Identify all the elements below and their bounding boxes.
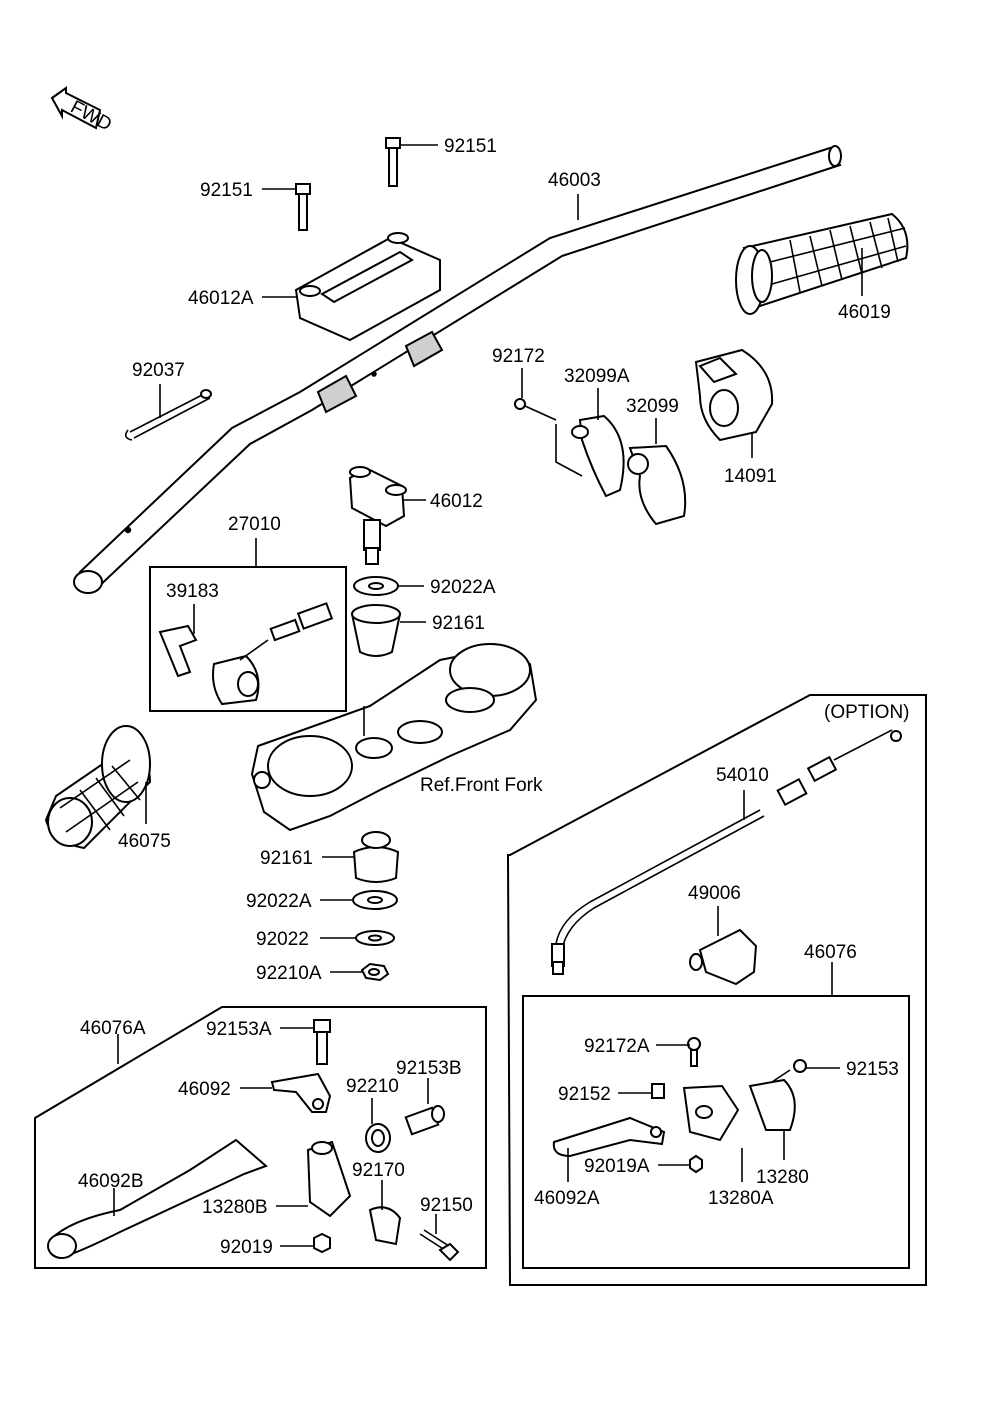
label-92153B: 92153B: [396, 1058, 462, 1079]
switch-39183[interactable]: [158, 602, 334, 706]
label-46012: 46012: [430, 491, 483, 512]
bolt-92150[interactable]: [419, 1229, 460, 1262]
label-92170: 92170: [352, 1160, 405, 1181]
part-labels: 92151 92151 46003 46012A 46019 92037 921…: [78, 136, 910, 1258]
clamp-32099A[interactable]: [571, 414, 625, 498]
nut-92210A[interactable]: [360, 962, 390, 982]
label-92210A: 92210A: [256, 963, 322, 984]
roller-92210[interactable]: [365, 1123, 391, 1153]
bracket-13280A[interactable]: [682, 1084, 740, 1142]
bolt-92151-right[interactable]: [385, 137, 401, 187]
label-46076: 46076: [804, 942, 857, 963]
label-27010: 27010: [228, 514, 281, 535]
option-label: (OPTION): [824, 702, 910, 723]
label-92022A-lower: 92022A: [246, 891, 312, 912]
rubber-92161-top[interactable]: [350, 604, 402, 657]
bolt-92153A[interactable]: [313, 1019, 331, 1065]
label-46003: 46003: [548, 170, 601, 191]
collar-92152[interactable]: [651, 1083, 665, 1099]
grip-46019[interactable]: [735, 212, 909, 315]
screw-92172A[interactable]: [687, 1037, 701, 1067]
fwd-label: FWD: [67, 97, 115, 136]
label-13280: 13280: [756, 1167, 809, 1188]
label-92022A-top: 92022A: [430, 577, 496, 598]
clamp-32099[interactable]: [627, 444, 687, 526]
rubber-92161-lower[interactable]: [352, 831, 400, 883]
label-92152: 92152: [558, 1084, 611, 1105]
label-13280B: 13280B: [202, 1197, 268, 1218]
label-46076A: 46076A: [80, 1018, 146, 1039]
label-46075: 46075: [118, 831, 171, 852]
fwd-arrow-icon: FWD: [50, 86, 115, 136]
label-92151-right: 92151: [444, 136, 497, 157]
label-92019: 92019: [220, 1237, 273, 1258]
label-46092B: 46092B: [78, 1171, 144, 1192]
label-92037: 92037: [132, 360, 185, 381]
label-92210: 92210: [346, 1076, 399, 1097]
label-92172A: 92172A: [584, 1036, 650, 1057]
option-group-outline: [506, 694, 927, 1286]
label-46019: 46019: [838, 302, 891, 323]
grip-46075[interactable]: [44, 725, 152, 850]
switch-assembly-box-27010: [149, 566, 347, 712]
adjuster-92153B[interactable]: [404, 1105, 445, 1136]
leader-lines: [113, 144, 863, 1247]
label-92019A: 92019A: [584, 1156, 650, 1177]
label-46012A: 46012A: [188, 288, 254, 309]
screw-92172[interactable]: [514, 398, 557, 421]
label-92172: 92172: [492, 346, 545, 367]
clamp-13280[interactable]: [748, 1078, 796, 1131]
label-92022: 92022: [256, 929, 309, 950]
plate-46092[interactable]: [270, 1072, 332, 1113]
bolt-92151-left[interactable]: [295, 183, 311, 231]
label-92161-top: 92161: [432, 613, 485, 634]
clamp-92170[interactable]: [368, 1206, 402, 1246]
lever-assembly-box-46076A: [34, 1006, 487, 1269]
label-92151-left: 92151: [200, 180, 253, 201]
label-49006: 49006: [688, 883, 741, 904]
bracket-13280B[interactable]: [306, 1140, 352, 1218]
label-92150: 92150: [420, 1195, 473, 1216]
label-39183: 39183: [166, 581, 219, 602]
lever-46092A[interactable]: [552, 1116, 666, 1158]
label-32099: 32099: [626, 396, 679, 417]
upper-clamp-46012A[interactable]: [294, 232, 441, 342]
label-46092: 46092: [178, 1079, 231, 1100]
nut-92019A[interactable]: [689, 1154, 703, 1174]
label-92161-lower: 92161: [260, 848, 313, 869]
nut-92019[interactable]: [313, 1232, 331, 1254]
holder-46012[interactable]: [348, 466, 407, 565]
ref-front-fork-label: Ref.Front Fork: [420, 775, 543, 796]
switch-49006[interactable]: [689, 928, 758, 986]
label-32099A: 32099A: [564, 366, 630, 387]
throttle-housing-14091[interactable]: [694, 348, 774, 442]
label-46092A: 46092A: [534, 1188, 600, 1209]
lever-46092B[interactable]: [47, 1138, 268, 1260]
label-54010: 54010: [716, 765, 769, 786]
clutch-cable-54010[interactable]: [551, 729, 902, 975]
pin-92037[interactable]: [124, 389, 212, 441]
handlebar-46003[interactable]: [73, 145, 842, 594]
label-14091: 14091: [724, 466, 777, 487]
label-92153A: 92153A: [206, 1019, 272, 1040]
lever-assembly-box-46076: [522, 995, 910, 1269]
label-92153: 92153: [846, 1059, 899, 1080]
label-13280A: 13280A: [708, 1188, 774, 1209]
fork-bracket: [250, 643, 538, 832]
bolt-92153[interactable]: [771, 1059, 807, 1083]
